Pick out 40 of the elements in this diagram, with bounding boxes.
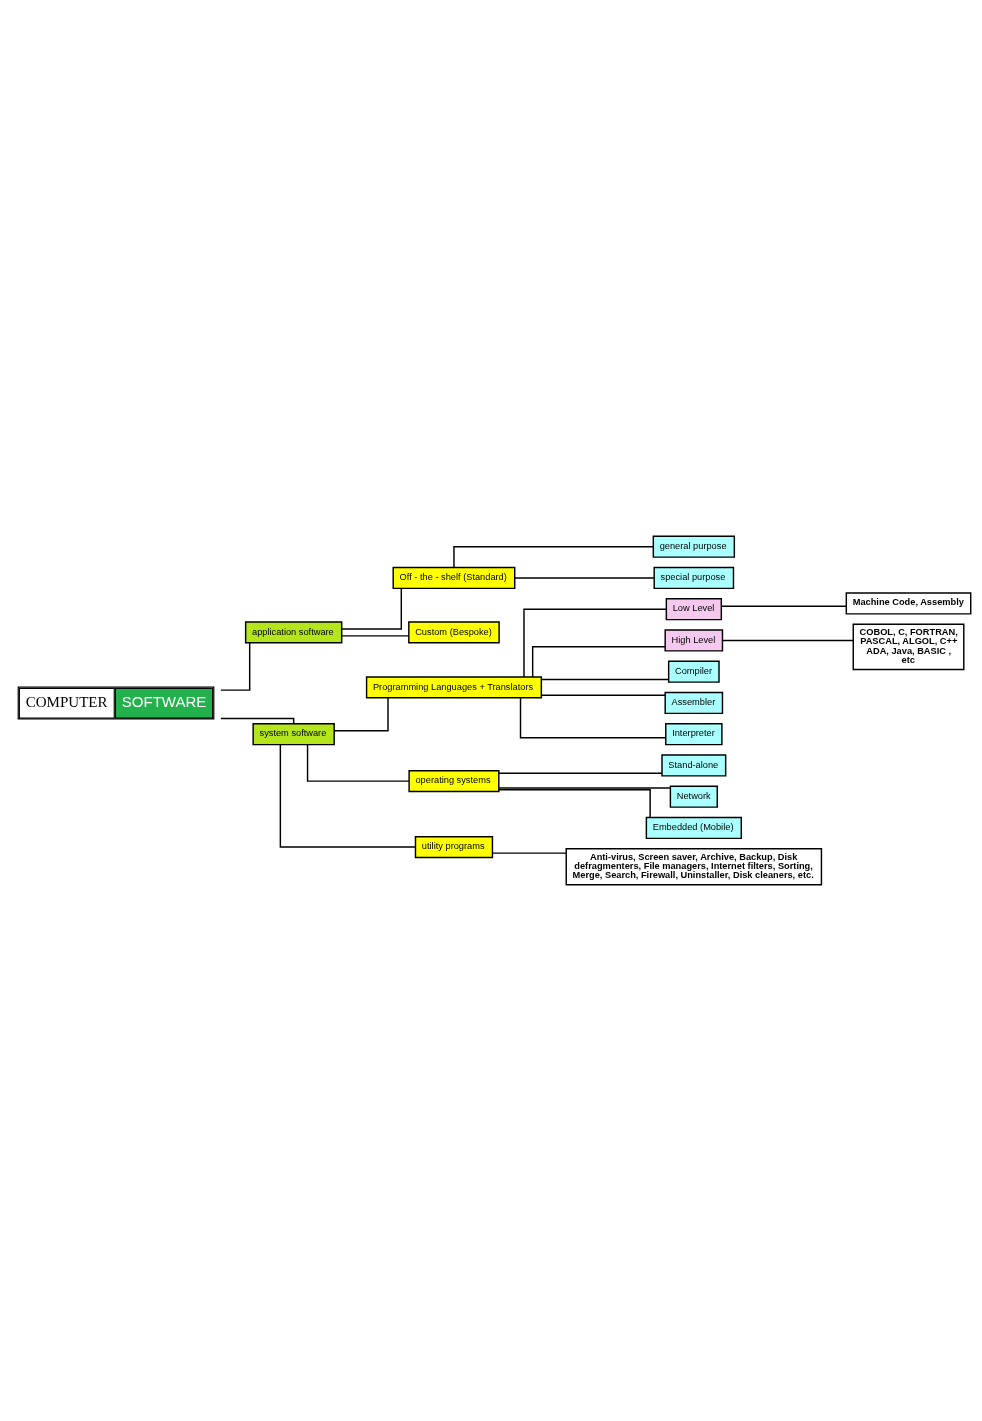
node-box: Custom (Bespoke) (408, 621, 500, 644)
connector (220, 642, 251, 691)
node-box: Low Level (665, 598, 723, 621)
connector (720, 605, 848, 608)
connector (531, 646, 666, 678)
connector (721, 639, 854, 642)
node-box: High Level (664, 629, 724, 652)
connector (498, 772, 663, 774)
connector (519, 697, 667, 739)
connector (540, 694, 666, 696)
node-box: Assembler (664, 691, 724, 715)
node-box: COBOL, C, FORTRAN, PASCAL, ALGOL, C++ ADA, Java, BASIC , etc (852, 623, 965, 671)
node-box: Compiler (667, 660, 720, 683)
node-box: Network (669, 785, 718, 808)
connector (341, 635, 410, 637)
node-box: utility programs (414, 835, 494, 859)
connector (540, 678, 670, 681)
node-box: system software (252, 723, 335, 746)
connector (523, 608, 667, 678)
connector (514, 577, 655, 579)
connector (498, 787, 672, 789)
node-box: Machine Code, Assembly (845, 592, 972, 615)
connector (220, 717, 295, 725)
node-box: special purpose (653, 566, 735, 590)
connector (498, 789, 651, 819)
node-box: Off - the - shelf (Standard) (392, 566, 516, 590)
node-box: Programming Languages + Translators (365, 676, 543, 699)
connector (279, 744, 417, 848)
node-box: Interpreter (665, 723, 723, 746)
connector (491, 852, 567, 854)
node-box: general purpose (652, 535, 736, 558)
connector (333, 697, 389, 732)
node-box: operating systems (408, 769, 500, 793)
node-box: application software (244, 621, 343, 644)
node-box: Stand-alone (661, 754, 727, 777)
connector (453, 546, 654, 569)
connector (306, 744, 410, 782)
connector (341, 587, 403, 630)
node-box: Anti-virus, Screen saver, Archive, Backup, Disk defragmenters, File managers, Internet filters, Sorting, Merge, Search, Firewall, Uninstaller, Disk cleaners, etc. (565, 848, 823, 886)
node-box: Embedded (Mobile) (645, 816, 742, 840)
